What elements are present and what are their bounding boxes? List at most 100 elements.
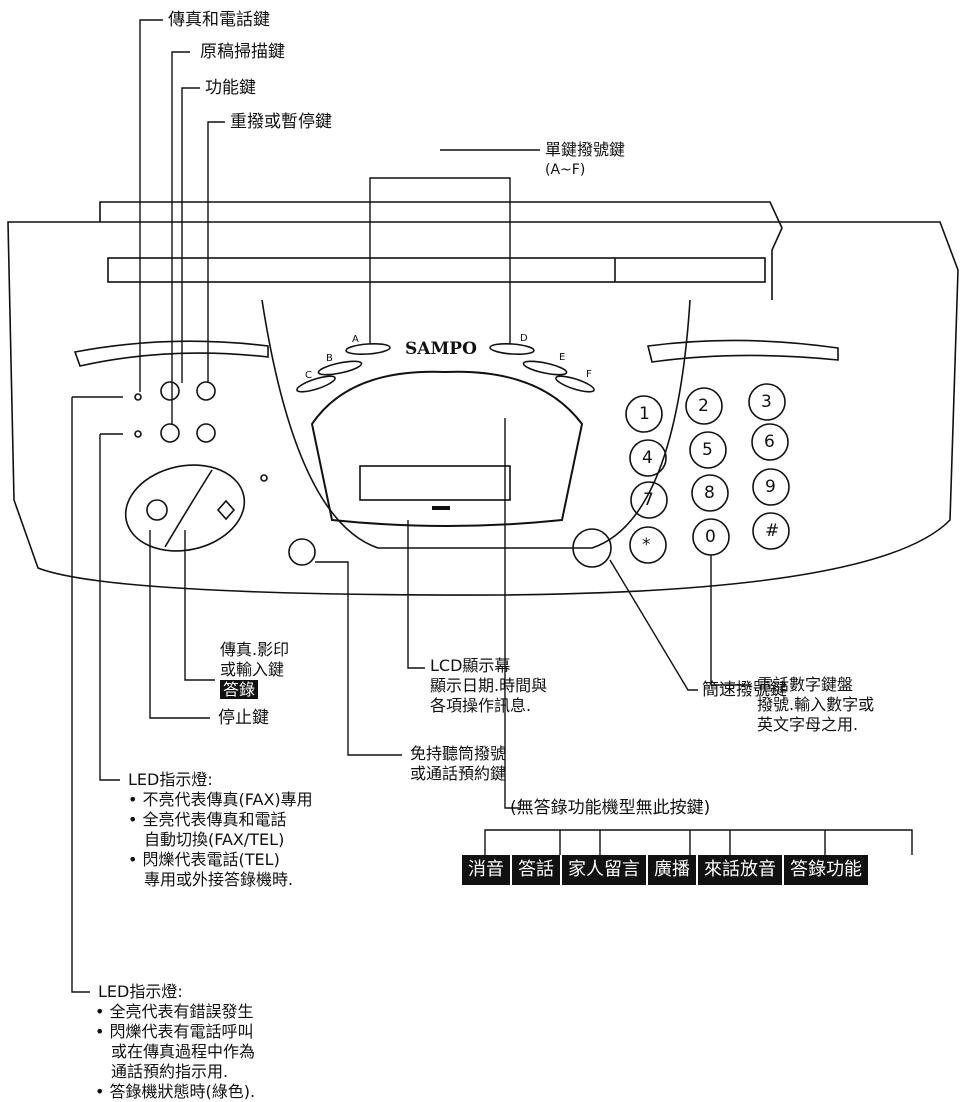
keypad-line-1: 電話數字鍵盤	[757, 675, 854, 694]
keypad-key-1: 1	[639, 404, 650, 424]
lcd-screen	[359, 465, 511, 501]
lcd-line-1: LCD顯示幕	[430, 656, 511, 675]
led2-line-3: • 閃爍代表有電話呼叫	[95, 1022, 254, 1041]
answering-key-broadcast: 廣播	[648, 855, 698, 885]
keypad-key-3: 3	[761, 392, 772, 412]
answering-key-playback: 來話放音	[698, 855, 784, 885]
one-touch-key-d	[489, 342, 535, 356]
one-touch-letter-b: B	[326, 353, 333, 364]
start-stop-pad	[124, 464, 246, 552]
label-handsfree: 免持聽筒撥號 或通話預約鍵	[410, 744, 506, 784]
keypad-line-2: 撥號.輸入數字或	[757, 695, 875, 714]
keypad-key-0: 0	[705, 527, 716, 547]
led2-line-6: • 答錄機狀態時(綠色).	[95, 1082, 256, 1101]
keypad-key-star: *	[642, 535, 651, 555]
answering-key-family-message: 家人留言	[562, 855, 648, 885]
lcd-indicator-dots	[360, 388, 550, 408]
label-fax-tel-key: 傳真和電話鍵	[168, 10, 270, 30]
led1-line-2: • 不亮代表傳真(FAX)專用	[128, 790, 313, 809]
fax-tel-key	[160, 381, 180, 401]
answering-key-mute: 消音	[462, 855, 512, 885]
one-touch-letter-e: E	[559, 352, 566, 363]
keypad-key-6: 6	[764, 432, 775, 452]
handsfree-key	[288, 538, 316, 566]
led1-line-4: 自動切換(FAX/TEL)	[144, 830, 285, 849]
speed-dial-key	[572, 528, 612, 568]
lcd-line-2: 顯示日期.時間與	[430, 676, 548, 695]
keypad-key-7: 7	[643, 490, 654, 510]
lcd-window	[310, 370, 584, 527]
led2-line-2: • 全亮代表有錯誤發生	[95, 1002, 254, 1021]
label-fax-copy-enter: 傳真.影印 或輸入鍵 答錄	[220, 640, 289, 700]
function-key	[196, 381, 216, 401]
led-1	[134, 393, 142, 401]
lcd-dot	[392, 389, 403, 400]
one-touch-letter-c: C	[305, 370, 312, 381]
answering-key-function: 答錄功能	[784, 855, 868, 885]
answering-key-answer: 答話	[512, 855, 562, 885]
handsfree-line-1: 免持聽筒撥號	[410, 744, 507, 763]
led1-line-5: • 閃爍代表電話(TEL)	[128, 850, 280, 869]
keypad-key-5: 5	[702, 440, 713, 460]
small-dot	[260, 474, 268, 482]
one-touch-range: (A~F)	[545, 162, 586, 178]
right-groove	[647, 339, 839, 363]
answering-keys-row: 消音 答話 家人留言 廣播 來話放音 答錄功能	[462, 855, 868, 885]
one-touch-title: 單鍵撥號鍵	[545, 140, 626, 159]
keypad-line-3: 英文字母之用.	[757, 715, 859, 734]
keypad-key-2: 2	[698, 396, 709, 416]
label-no-answering-note: (無答錄功能機型無此按鍵)	[510, 798, 711, 818]
label-stop-key: 停止鍵	[218, 708, 269, 728]
led-2	[134, 430, 142, 438]
lcd-dot	[360, 390, 371, 401]
label-one-touch-keys: 單鍵撥號鍵 (A~F)	[545, 140, 625, 180]
handsfree-line-2: 或通話預約鍵	[410, 764, 507, 783]
left-groove	[73, 340, 269, 367]
led2-line-4: 或在傳真過程中作為	[111, 1042, 256, 1061]
one-touch-letter-f: F	[586, 369, 592, 380]
fax-copy-line-1: 傳真.影印	[220, 640, 290, 659]
label-lcd: LCD顯示幕 顯示日期.時間與 各項操作訊息.	[430, 656, 547, 716]
one-touch-key-c	[296, 375, 336, 393]
redial-pause-key	[196, 423, 216, 443]
led1-line-6: 專用或外接答錄機時.	[144, 870, 294, 889]
lcd-dot	[488, 389, 499, 400]
label-redial-pause-key: 重撥或暫停鍵	[230, 112, 332, 132]
keypad-key-9: 9	[765, 477, 776, 497]
stop-key	[146, 499, 168, 521]
scan-key	[160, 423, 180, 443]
keypad-circles	[625, 383, 790, 564]
label-led-1: LED指示燈: • 不亮代表傳真(FAX)專用 • 全亮代表傳真和電話 自動切換…	[128, 770, 313, 890]
led2-line-5: 通話預約指示用.	[111, 1062, 229, 1081]
fax-copy-line-2: 或輸入鍵	[220, 660, 285, 679]
led2-line-1: LED指示燈:	[98, 982, 183, 1001]
one-touch-key-f	[555, 375, 595, 393]
fax-body-outline	[7, 221, 959, 596]
led1-line-3: • 全亮代表傳真和電話	[128, 810, 287, 829]
lcd-dot	[520, 390, 531, 401]
label-scan-key: 原稿掃描鍵	[200, 42, 285, 62]
one-touch-letter-a: A	[352, 334, 359, 345]
lcd-dot	[456, 389, 467, 400]
label-keypad: 電話數字鍵盤 撥號.輸入數字或 英文字母之用.	[757, 675, 874, 735]
one-touch-key-a	[345, 342, 391, 356]
paper-tray	[99, 201, 783, 300]
brand-logo-text: SAMPO	[405, 339, 477, 359]
lcd-dot	[424, 389, 435, 400]
label-speed-dial: 簡速撥號鍵	[702, 680, 787, 700]
center-console	[261, 299, 691, 549]
keypad-key-4: 4	[642, 448, 653, 468]
answering-badge: 答錄	[220, 680, 259, 699]
one-touch-key-e	[522, 360, 568, 376]
keypad-key-hash: #	[765, 521, 780, 541]
one-touch-key-b	[317, 360, 363, 376]
label-function-key: 功能鍵	[205, 78, 256, 98]
paper-slot	[107, 257, 766, 283]
keypad-key-8: 8	[704, 483, 715, 503]
one-touch-letter-d: D	[520, 333, 528, 344]
callout-lines	[71, 19, 913, 993]
label-led-2: LED指示燈: • 全亮代表有錯誤發生 • 閃爍代表有電話呼叫 或在傳真過程中作…	[95, 982, 255, 1102]
led1-line-1: LED指示燈:	[128, 770, 213, 789]
lcd-line-3: 各項操作訊息.	[430, 696, 532, 715]
